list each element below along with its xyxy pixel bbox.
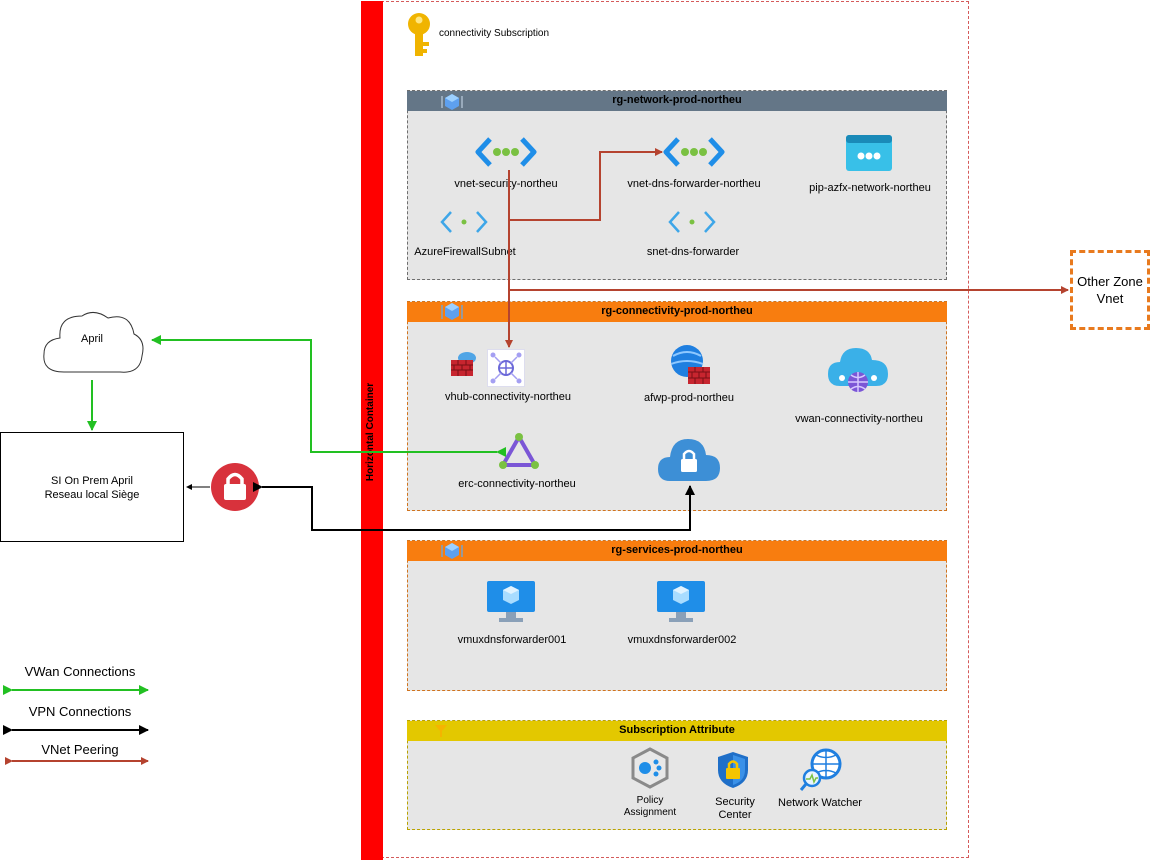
vpn-lock-icon bbox=[211, 463, 259, 511]
onprem-label: SI On Prem April Reseau local Siège bbox=[44, 475, 140, 501]
legend-vpn-label: VPN Connections bbox=[28, 704, 132, 719]
resource-group-icon bbox=[441, 543, 463, 559]
vpn-lock-to-gateway bbox=[253, 482, 695, 531]
subnet-icon bbox=[440, 211, 488, 233]
filter-icon bbox=[435, 725, 447, 737]
subscription-label: connectivity Subscription bbox=[439, 28, 550, 39]
legend-vwan-label: VWan Connections bbox=[24, 664, 136, 679]
rg-connectivity-title: rg-connectivity-prod-northeu bbox=[407, 302, 947, 322]
virtual-wan-icon bbox=[828, 348, 888, 392]
snet-dns-label: snet-dns-forwarder bbox=[646, 246, 740, 258]
april-cloud-shape bbox=[43, 312, 144, 373]
rg-network-group bbox=[407, 90, 947, 280]
vm1-label: vmuxdnsforwarder001 bbox=[457, 634, 567, 646]
key-icon bbox=[408, 13, 430, 56]
policy-icon bbox=[631, 747, 669, 789]
rg-network-title: rg-network-prod-northeu bbox=[407, 91, 947, 111]
vwan-erc-to-april bbox=[151, 335, 506, 457]
peering-security-to-dns bbox=[508, 148, 663, 221]
pip-label: pip-azfx-network-northeu bbox=[809, 182, 931, 194]
rg-services-title: rg-services-prod-northeu bbox=[407, 541, 947, 561]
vnet-security-label: vnet-security-northeu bbox=[454, 178, 558, 190]
network-watcher-icon bbox=[799, 748, 842, 791]
vnet-dns-label: vnet-dns-forwarder-northeu bbox=[627, 178, 761, 190]
virtual-machine-icon bbox=[487, 581, 535, 622]
subscription-attribute-title: Subscription Attribute bbox=[407, 721, 947, 741]
vnet-security-icon bbox=[475, 137, 537, 167]
april-label: April bbox=[80, 333, 104, 345]
security-center-label: Security Center bbox=[715, 796, 755, 821]
vpn-gateway-cloud-icon bbox=[658, 439, 720, 481]
other-zone-vnet-box bbox=[1070, 250, 1150, 330]
policy-label: Policy Assignment bbox=[623, 795, 677, 818]
security-center-icon bbox=[718, 752, 748, 788]
afw-subnet-label: AzureFirewallSubnet bbox=[414, 246, 516, 258]
public-ip-icon bbox=[846, 135, 892, 171]
vwan-label: vwan-connectivity-northeu bbox=[795, 413, 923, 425]
afwp-label: afwp-prod-northeu bbox=[644, 392, 734, 404]
expressroute-icon bbox=[499, 432, 539, 469]
vm2-label: vmuxdnsforwarder002 bbox=[627, 634, 737, 646]
subnet-icon bbox=[668, 211, 716, 233]
network-watcher-label: Network Watcher bbox=[778, 797, 862, 809]
resource-group-icon bbox=[441, 303, 463, 320]
firewall-policy-icon bbox=[670, 345, 710, 384]
other-zone-vnet-label: Other Zone Vnet bbox=[1077, 274, 1143, 306]
legend-peering-label: VNet Peering bbox=[41, 742, 119, 757]
virtual-machine-icon bbox=[657, 581, 705, 622]
resource-group-icon bbox=[441, 94, 463, 110]
vnet-dns-icon bbox=[663, 137, 725, 167]
